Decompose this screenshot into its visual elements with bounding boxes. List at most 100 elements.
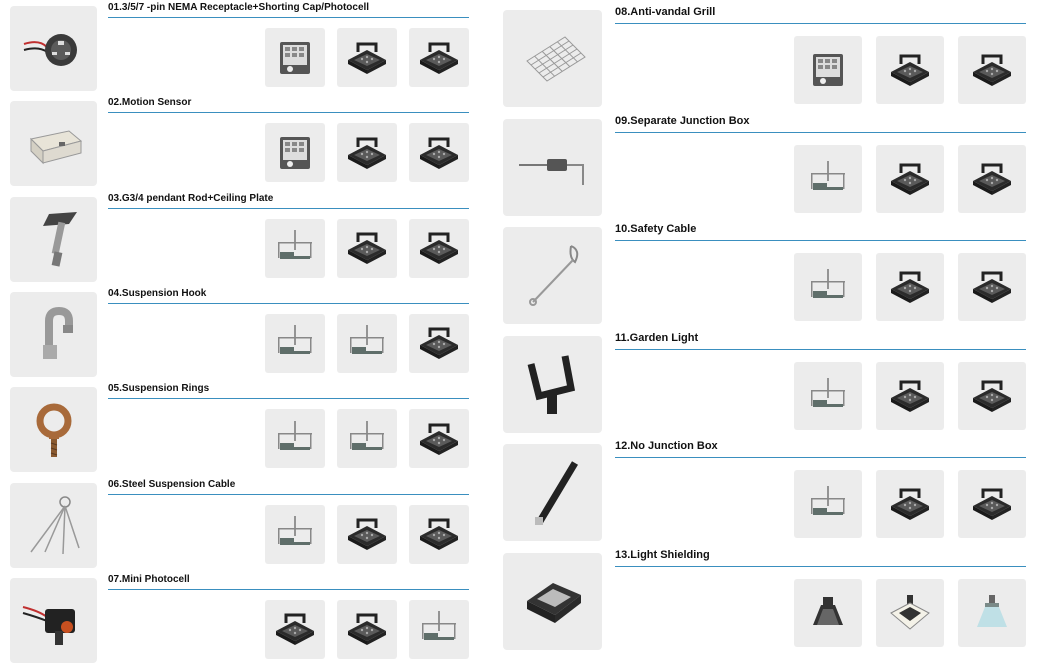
variant-image [794, 470, 862, 538]
variant-image [337, 504, 397, 564]
light-shield-icon [513, 561, 593, 641]
light-side-icon [270, 226, 320, 270]
light-angle-icon [414, 131, 464, 175]
light-angle-icon [414, 226, 464, 270]
variant-image [876, 253, 944, 321]
light-angle-icon [342, 607, 392, 651]
variant-image [337, 409, 397, 469]
variant-image [265, 599, 325, 659]
variant-image [265, 123, 325, 183]
variant-image [794, 36, 862, 104]
accessory-thumbnail [10, 291, 97, 377]
variant-image [958, 144, 1026, 213]
title-underline [108, 17, 469, 18]
light-side-icon [414, 607, 464, 651]
variant-image [337, 28, 397, 87]
light-angle-icon [885, 48, 935, 92]
variant-image [958, 36, 1026, 104]
title-underline [108, 493, 469, 495]
variant-image [958, 578, 1026, 647]
rod-icon [513, 453, 593, 533]
accessory-title: 04.Suspension Hook [108, 287, 207, 299]
garden-bracket-icon [513, 344, 593, 424]
variant-image [265, 409, 325, 469]
variant-image [794, 361, 862, 430]
title-underline [108, 302, 469, 304]
title-underline [615, 131, 1026, 133]
shield-white-icon [885, 591, 935, 635]
light-side-icon [342, 417, 392, 461]
junction-box-icon [513, 127, 593, 207]
accessory-thumbnail [503, 118, 602, 216]
variant-image [409, 504, 469, 564]
light-angle-icon [342, 131, 392, 175]
accessory-thumbnail [503, 444, 602, 541]
light-front-icon [803, 48, 853, 92]
light-angle-icon [342, 226, 392, 270]
variant-image [337, 218, 397, 278]
accessory-title: 05.Suspension Rings [108, 383, 210, 395]
title-underline [108, 207, 469, 209]
mini-photocell-icon [19, 585, 89, 655]
variant-image [794, 144, 862, 213]
variant-image [337, 313, 397, 373]
variant-image [409, 599, 469, 659]
title-underline [615, 240, 1026, 241]
light-angle-icon [414, 417, 464, 461]
light-angle-icon [414, 36, 464, 80]
accessory-thumbnail [10, 482, 97, 568]
title-underline [615, 565, 1026, 567]
light-side-icon [803, 265, 853, 309]
variant-image [876, 36, 944, 104]
accessory-thumbnail [10, 577, 97, 663]
light-angle-icon [967, 48, 1017, 92]
variant-image [876, 144, 944, 213]
light-angle-icon [967, 374, 1017, 418]
shield-blue-icon [967, 591, 1017, 635]
variant-image [958, 361, 1026, 430]
steel-cable-icon [19, 490, 89, 560]
light-side-icon [803, 482, 853, 526]
variant-image [265, 28, 325, 87]
accessory-title: 09.Separate Junction Box [615, 114, 750, 127]
light-side-icon [270, 321, 320, 365]
variant-image [409, 313, 469, 373]
light-angle-icon [885, 265, 935, 309]
light-side-icon [803, 374, 853, 418]
variant-image [409, 218, 469, 278]
variant-image [409, 123, 469, 183]
light-angle-icon [414, 321, 464, 365]
light-angle-icon [885, 482, 935, 526]
variant-image [876, 470, 944, 538]
variant-image [958, 470, 1026, 538]
nema-receptacle-icon [19, 14, 89, 84]
variant-image [794, 253, 862, 321]
title-underline [615, 348, 1026, 350]
accessory-thumbnail [10, 196, 97, 282]
accessory-title: 07.Mini Photocell [108, 573, 190, 585]
shield-dark-icon [803, 591, 853, 635]
variant-image [337, 599, 397, 659]
accessory-title: 08.Anti-vandal Grill [615, 6, 716, 18]
motion-sensor-icon [19, 109, 89, 179]
accessory-thumbnail [503, 552, 602, 650]
light-angle-icon [885, 157, 935, 201]
title-underline [108, 112, 469, 114]
accessory-thumbnail [10, 6, 97, 91]
accessory-title: 01.3/5/7 -pin NEMA Receptacle+Shorting C… [108, 2, 370, 13]
title-underline [615, 23, 1026, 24]
variant-image [265, 313, 325, 373]
light-angle-icon [342, 512, 392, 556]
variant-image [409, 409, 469, 469]
accessory-thumbnail [503, 335, 602, 433]
variant-image [265, 218, 325, 278]
accessory-thumbnail [503, 10, 602, 107]
accessory-title: 13.Light Shielding [615, 548, 710, 561]
light-side-icon [270, 512, 320, 556]
light-angle-icon [270, 607, 320, 651]
variant-image [409, 28, 469, 87]
light-angle-icon [967, 157, 1017, 201]
light-front-icon [270, 131, 320, 175]
accessory-title: 06.Steel Suspension Cable [108, 478, 236, 490]
suspension-hook-icon [19, 299, 89, 369]
